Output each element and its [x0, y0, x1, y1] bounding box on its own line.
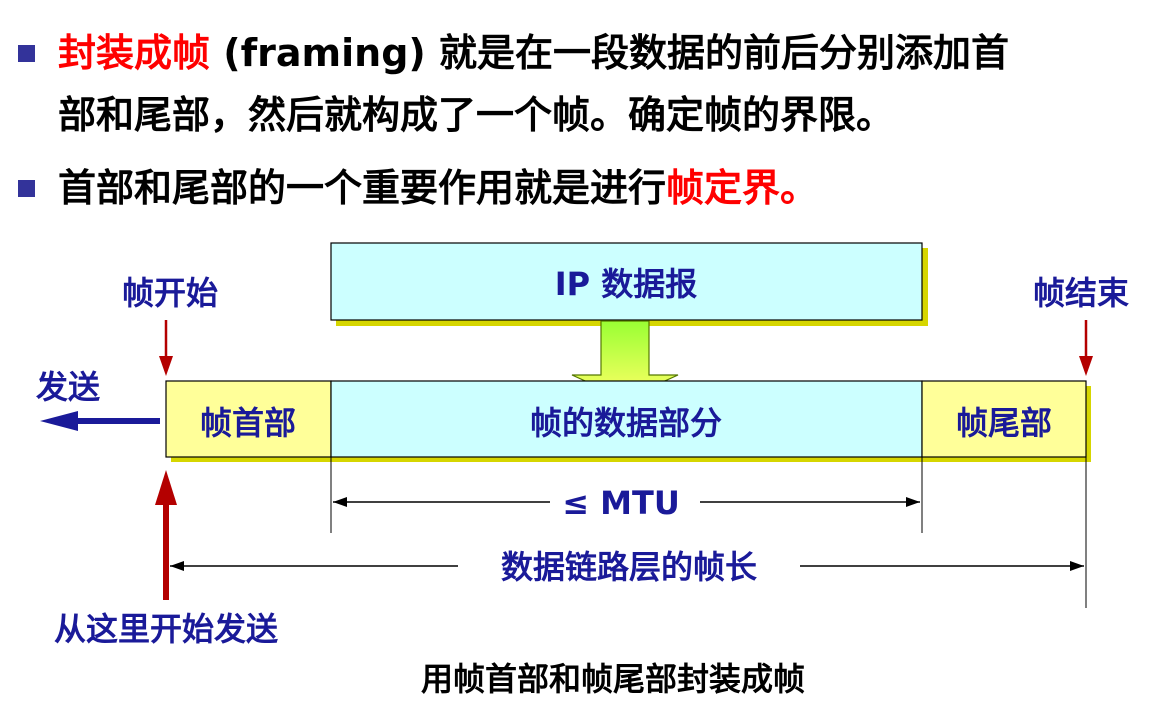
frame-length-arrowhead-left	[170, 561, 184, 571]
frame-end-arrow-icon	[1079, 356, 1093, 376]
frame-data-label: 帧的数据部分	[530, 404, 722, 442]
send-arrow-icon	[40, 411, 78, 431]
bullet-square-icon	[18, 45, 35, 62]
frame-trailer-box	[921, 380, 1087, 458]
bullet-2-highlight: 帧定界。	[666, 166, 819, 210]
mtu-label: ≤ MTU	[562, 484, 680, 522]
frame-header-label: 帧首部	[200, 404, 296, 442]
mtu-arrowhead-left	[333, 497, 347, 507]
mtu-arrowhead-right	[906, 497, 920, 507]
frame-end-label: 帧结束	[1033, 274, 1129, 312]
send-from-here-label: 从这里开始发送	[54, 610, 278, 648]
frame-start-arrow-icon	[159, 356, 173, 376]
send-start-arrow-icon	[155, 470, 177, 505]
bullet-1-line-1: 封装成帧 (framing) 就是在一段数据的前后分别添加首	[58, 22, 1009, 84]
bullet-square-icon	[18, 180, 35, 197]
bullet-1-highlight: 封装成帧	[58, 31, 211, 75]
frame-data-box	[330, 380, 923, 458]
bullet-1-line-2: 部和尾部，然后就构成了一个帧。确定帧的界限。	[58, 93, 895, 137]
frame-length-label: 数据链路层的帧长	[501, 548, 757, 586]
send-label: 发送	[36, 368, 100, 406]
bullet-1-text: (framing) 就是在一段数据的前后分别添加首	[210, 31, 1010, 75]
frame-start-label: 帧开始	[122, 274, 218, 312]
frame-header-box	[165, 380, 332, 458]
diagram-caption: 用帧首部和帧尾部封装成帧	[421, 660, 805, 698]
ip-datagram-box	[330, 242, 923, 321]
frame-length-arrowhead-right	[1070, 561, 1084, 571]
bullet-2: 首部和尾部的一个重要作用就是进行帧定界。	[58, 157, 818, 219]
ip-datagram-label: IP 数据报	[555, 265, 698, 303]
frame-trailer-label: 帧尾部	[956, 404, 1052, 442]
bullet-2-text: 首部和尾部的一个重要作用就是进行	[58, 166, 667, 210]
